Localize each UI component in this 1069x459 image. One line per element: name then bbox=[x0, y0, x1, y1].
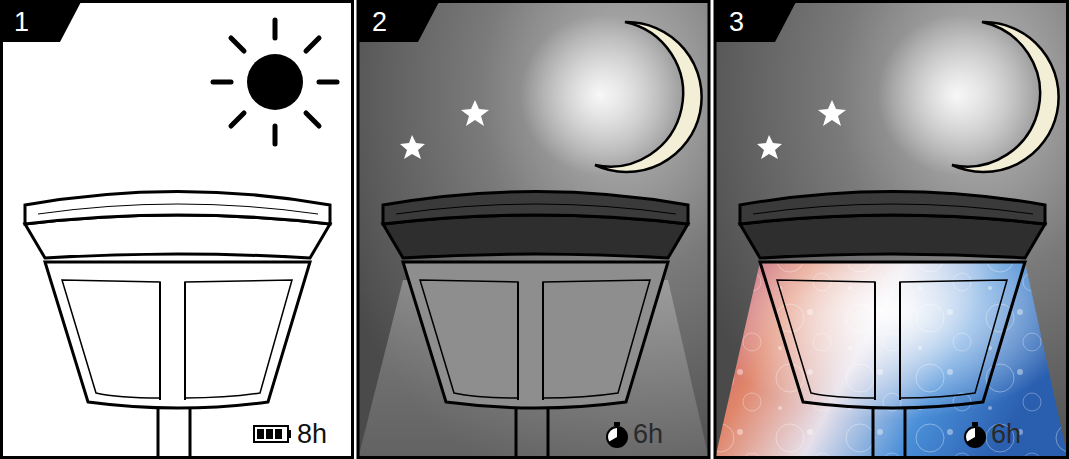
panel-day bbox=[0, 0, 353, 459]
panel-number: 2 bbox=[372, 7, 387, 37]
panel-number: 1 bbox=[14, 7, 29, 37]
duration-label: 6h bbox=[991, 419, 1021, 449]
timer-icon bbox=[607, 422, 627, 447]
panel-night bbox=[358, 0, 709, 459]
battery-icon bbox=[254, 426, 291, 442]
duration-label: 6h bbox=[633, 419, 663, 449]
panel-number: 3 bbox=[729, 7, 744, 37]
panel-color bbox=[715, 0, 1068, 459]
duration-label: 8h bbox=[297, 419, 327, 449]
timer-icon bbox=[965, 422, 985, 447]
